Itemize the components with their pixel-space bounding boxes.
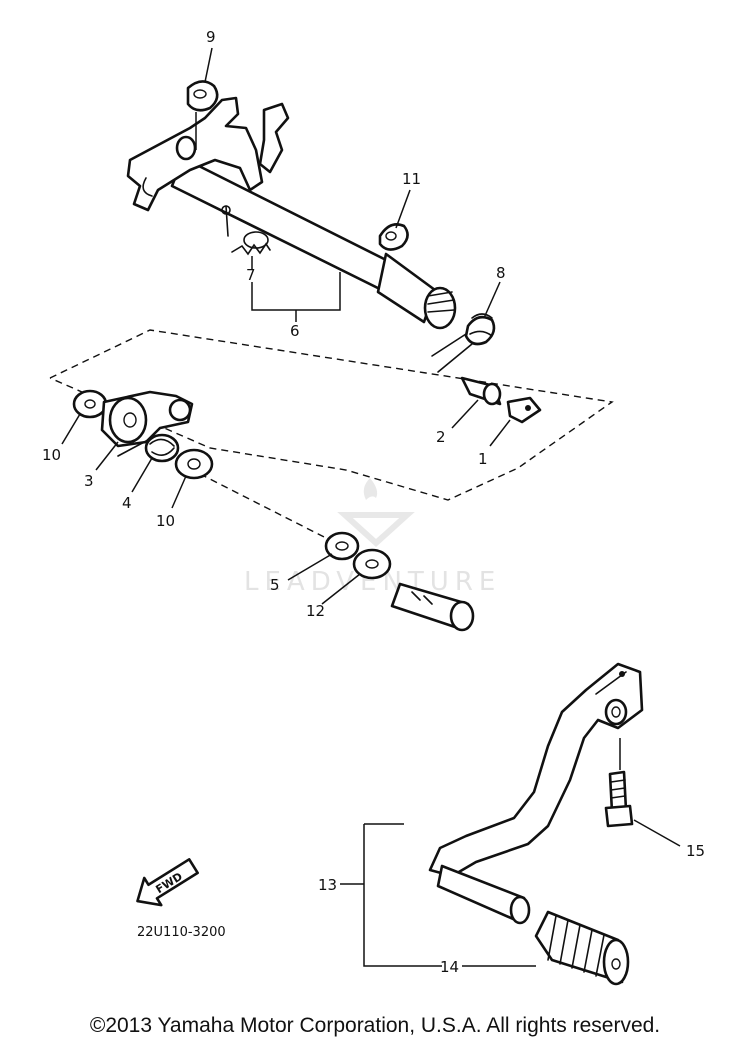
callout-labels: 9 11 8 7 6 2 1 10 3 4 10 5 12 13 14 15 [42,28,705,976]
callout-14: 14 [440,958,459,976]
shift-shaft [170,156,457,330]
callout-6: 6 [290,322,300,340]
front-direction-arrow-icon: FWD [136,858,199,907]
shift-pedal-13 [428,662,644,925]
callout-4: 4 [122,494,132,512]
selector-arm-3 [100,390,194,457]
callout-3: 3 [84,472,94,490]
stopper-1 [506,396,542,424]
washer-5 [324,531,360,561]
callout-5: 5 [270,576,280,594]
washer-11 [352,548,392,580]
part-code: 22U110-3200 [137,925,226,940]
rubber-14 [534,910,630,986]
circlip-12 [378,223,409,251]
circlip-9 [186,80,219,112]
callout-1: 1 [478,450,488,468]
leader-lines [61,47,681,967]
callout-8: 8 [496,264,506,282]
callout-15: 15 [686,842,705,860]
shaft-axis [199,473,331,541]
spring-4 [144,433,180,463]
bolt-15 [604,738,634,828]
callout-7: 7 [246,266,256,284]
callout-11: 12 [306,602,325,620]
spring-8 [431,313,496,373]
callout-10-upper: 10 [42,446,61,464]
washer-10-lower [174,448,214,480]
callout-12: 11 [402,170,421,188]
callout-9: 9 [206,28,216,46]
pin-2 [460,376,502,406]
collar [390,582,475,632]
spring-7 [221,205,271,256]
washer-10-upper [72,389,108,419]
shift-fork-lever [126,96,290,212]
callout-2: 2 [436,428,446,446]
copyright-notice: ©2013 Yamaha Motor Corporation, U.S.A. A… [89,1014,661,1037]
callout-13: 13 [318,876,337,894]
callout-10-lower: 10 [156,512,175,530]
